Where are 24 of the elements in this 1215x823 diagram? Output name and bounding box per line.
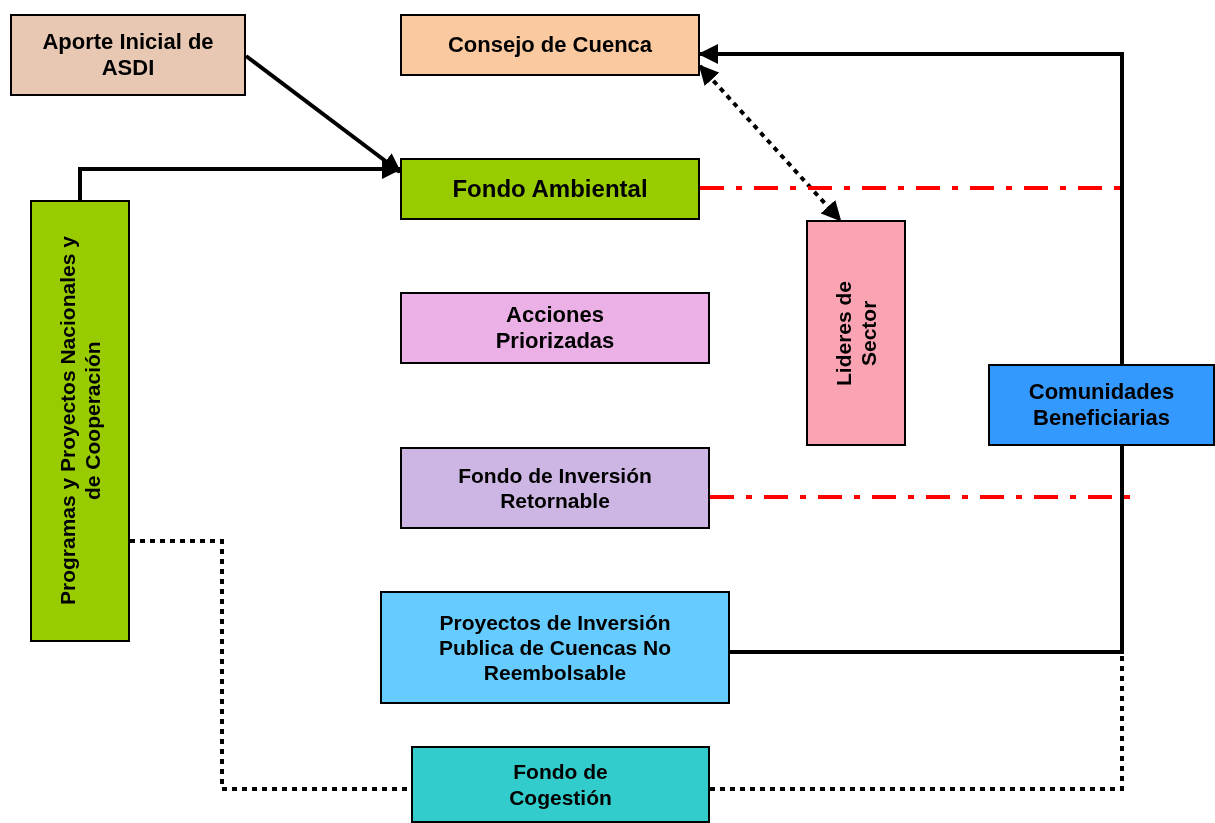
- fund-box: [400, 447, 710, 529]
- node-label: Fondo Ambiental: [452, 174, 648, 204]
- node-label: Acciones Priorizadas: [494, 301, 616, 355]
- dashed-line: [710, 495, 1132, 499]
- project-box: [380, 591, 730, 704]
- node-label: Consejo de Cuenca: [447, 31, 653, 59]
- leader-box: [806, 220, 906, 446]
- node-label: Proyectos de Inversión Publica de Cuencas No Reembolsable: [437, 609, 673, 686]
- node-label: Programas y Proyectos Nacionales y de Cooperación: [54, 235, 105, 608]
- fund-box: [400, 158, 700, 220]
- node-label: Aporte Inicial de ASDI: [41, 28, 215, 82]
- dotted-arrow: [698, 64, 842, 222]
- community-box: [988, 364, 1215, 446]
- node-label: Fondo de Cogestión: [508, 759, 613, 810]
- fund-box: [411, 746, 710, 823]
- node-label: Fondo de Inversión Retornable: [457, 462, 653, 514]
- arrow: [78, 159, 402, 200]
- dashed-line: [700, 186, 1122, 190]
- council-box: [400, 14, 700, 76]
- source-box: [10, 14, 246, 96]
- action-box: [400, 292, 710, 364]
- program-box: [30, 200, 130, 642]
- node-label: Lideres de Sector: [830, 279, 881, 388]
- node-label: Comunidades Beneficiarias: [1027, 378, 1176, 432]
